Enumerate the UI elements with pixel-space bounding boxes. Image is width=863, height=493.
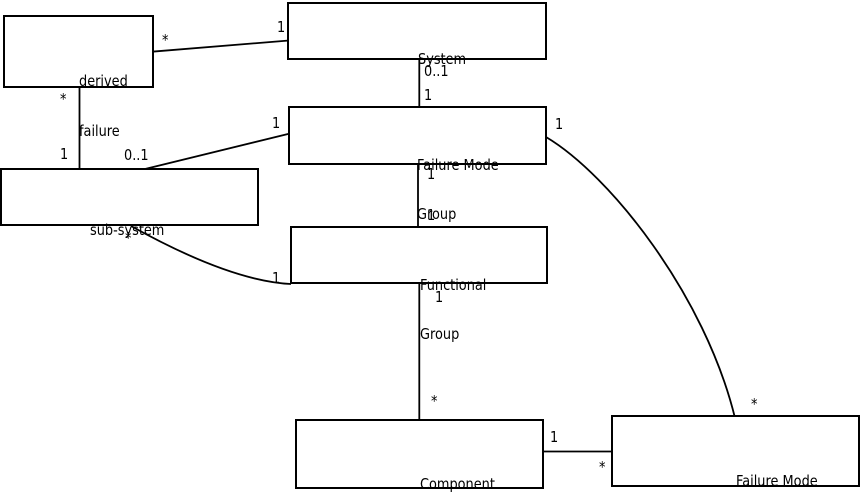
mult-system-fmg-at-system: 0..1 xyxy=(424,61,449,80)
mult-subsystem-fmg-at-fmg: 1 xyxy=(272,113,281,132)
entity-system-label: System xyxy=(418,50,467,68)
entity-component: Component xyxy=(295,419,544,492)
entity-component-label: Component xyxy=(420,474,495,493)
mult-system-fmg-at-fmg: 1 xyxy=(423,86,432,104)
mult-fmg-fm-at-fmg: 1 xyxy=(555,114,564,133)
mult-subsystem-fmg-at-subsystem: 0..1 xyxy=(124,146,149,164)
mult-subsystem-fg-at-fg: 1 xyxy=(272,268,281,287)
entity-failure-mode-group-label-line2: Group xyxy=(417,205,457,223)
mult-fg-component-at-fg: 1 xyxy=(435,288,444,306)
entity-functional-group-label-line2: Group xyxy=(420,325,460,343)
entity-failure-mode: Failure Mode xyxy=(611,415,860,490)
entity-failure-mode-label: Failure Mode xyxy=(736,472,818,490)
mult-component-fm-at-component: 1 xyxy=(550,428,559,446)
entity-derived-failure-mode: derived failure mode xyxy=(3,15,154,188)
mult-subsystem-fg-at-subsystem: * xyxy=(125,229,132,247)
mult-fmg-fg-at-fmg: 1 xyxy=(427,164,436,183)
entity-derived-failure-mode-label-line1: derived xyxy=(79,72,128,90)
assoc-system-derived-failure-mode-line xyxy=(151,39,290,53)
assoc-sub-system-functional-group-curve xyxy=(130,225,292,285)
mult-system-dfm-at-dfm: * xyxy=(162,30,169,49)
mult-dfm-subsystem-at-subsystem: 1 xyxy=(60,144,69,163)
entity-sub-system: sub-system xyxy=(0,168,259,238)
assoc-sub-system-failure-mode-group-line xyxy=(142,132,291,171)
entity-functional-group-label-line1: Functional xyxy=(420,275,487,294)
mult-fg-component-at-component: * xyxy=(431,392,438,410)
entity-functional-group: Functional Group xyxy=(290,226,548,342)
mult-component-fm-at-fm: * xyxy=(599,458,606,476)
entity-sub-system-label: sub-system xyxy=(90,221,165,239)
entity-derived-failure-mode-label-line2: failure xyxy=(79,121,120,140)
mult-system-dfm-at-system: 1 xyxy=(277,17,286,36)
entity-failure-mode-group-label-line1: Failure Mode xyxy=(417,155,499,174)
mult-fmg-fm-at-fm: * xyxy=(751,395,758,413)
assoc-failure-mode-group-failure-mode-curve xyxy=(545,136,736,419)
entity-system: System xyxy=(287,2,547,67)
entity-failure-mode-group: Failure Mode Group xyxy=(288,106,547,222)
mult-dfm-subsystem-at-dfm: * xyxy=(60,89,67,108)
mult-fmg-fg-at-fg: 1 xyxy=(426,206,435,224)
